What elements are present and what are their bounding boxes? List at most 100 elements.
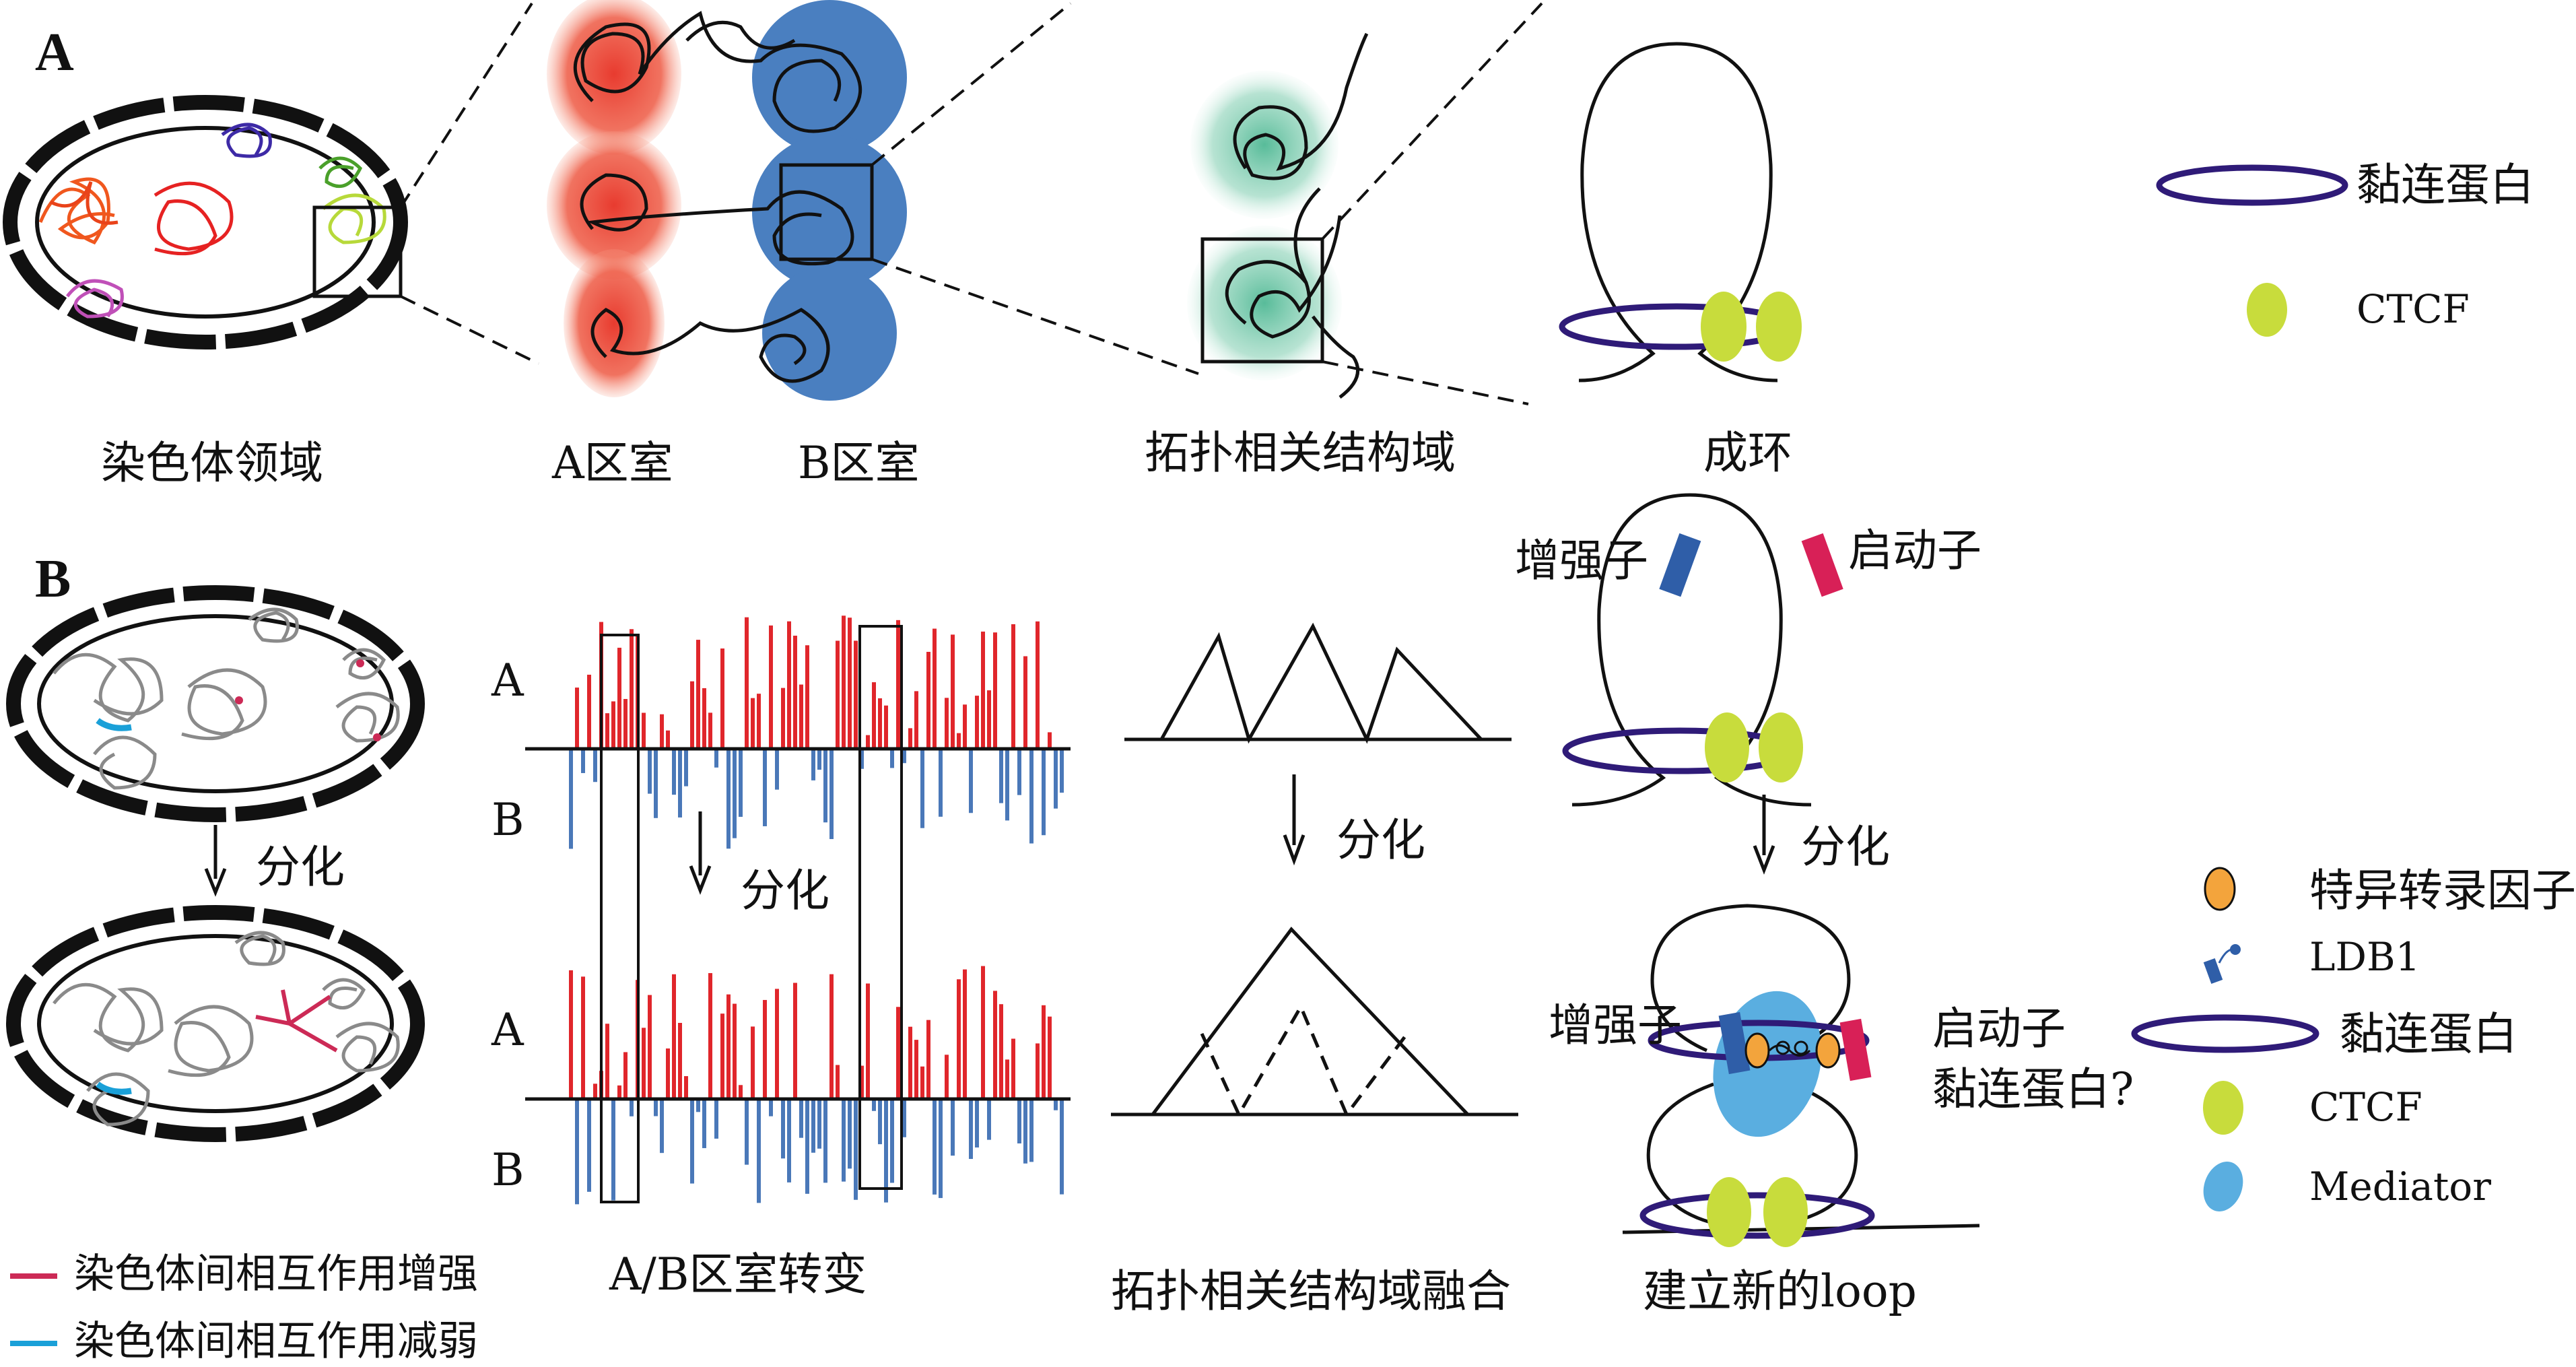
a-bar bbox=[981, 966, 985, 1099]
a-bar bbox=[763, 999, 767, 1099]
a-bar bbox=[933, 628, 937, 749]
b-bar bbox=[696, 1099, 700, 1112]
b-bar bbox=[1005, 749, 1009, 821]
label-differentiate-1: 分化 bbox=[256, 841, 345, 893]
a-bar bbox=[751, 1026, 755, 1099]
a-bar bbox=[1023, 656, 1027, 749]
b-bar bbox=[884, 1099, 888, 1203]
a-bar bbox=[993, 991, 997, 1099]
b-bar bbox=[660, 1099, 664, 1154]
ctcf-protein bbox=[1701, 292, 1747, 362]
a-bar bbox=[908, 1026, 912, 1099]
a-bar bbox=[884, 705, 888, 749]
legend-ctcf-icon-b bbox=[2203, 1081, 2243, 1135]
b-bar bbox=[842, 1099, 846, 1182]
a-bar bbox=[605, 1024, 609, 1099]
b-bar bbox=[1017, 749, 1021, 795]
b-bar bbox=[975, 1099, 979, 1148]
a-compartment-blob bbox=[547, 0, 681, 397]
b-bar bbox=[890, 1099, 894, 1183]
b-bar bbox=[733, 749, 737, 838]
a-bar bbox=[605, 713, 609, 749]
a-bar bbox=[642, 1028, 646, 1099]
a-bar bbox=[1011, 624, 1015, 749]
tad-triangles-fused bbox=[1111, 927, 1518, 1119]
b-bar bbox=[678, 749, 682, 818]
label-enhancer-top: 增强子 bbox=[1515, 535, 1648, 587]
a-bar bbox=[957, 733, 961, 749]
label-promoter-bottom: 启动子 bbox=[1932, 1003, 2066, 1055]
label-track-a-top: A bbox=[492, 655, 524, 706]
enhancer-block bbox=[1659, 533, 1701, 597]
a-bar bbox=[769, 625, 773, 749]
label-promoter-top: 启动子 bbox=[1848, 525, 1981, 576]
a-bar bbox=[775, 989, 779, 1099]
a-bar bbox=[726, 994, 731, 1099]
b-bar bbox=[690, 1099, 694, 1184]
b-bar bbox=[1054, 1099, 1058, 1110]
b-bar bbox=[999, 749, 1003, 803]
a-bar bbox=[739, 1085, 743, 1099]
b-bar bbox=[811, 1099, 815, 1153]
b-bar bbox=[587, 1099, 591, 1192]
a-bar bbox=[987, 690, 991, 749]
a-bar bbox=[793, 982, 797, 1099]
a-bar bbox=[684, 1076, 688, 1099]
zoom-box-compartment bbox=[779, 163, 874, 261]
b-bar bbox=[854, 1099, 858, 1200]
b-bar bbox=[1060, 749, 1064, 793]
b-bar bbox=[920, 749, 924, 828]
a-bar bbox=[781, 688, 785, 749]
a-bar bbox=[702, 688, 706, 749]
b-bar bbox=[860, 749, 864, 769]
ab-track-top bbox=[569, 615, 1064, 849]
a-bar bbox=[587, 674, 591, 749]
label-new-loop: 建立新的loop bbox=[1643, 1265, 1917, 1317]
b-bar bbox=[805, 1099, 809, 1194]
b-bar bbox=[878, 1099, 882, 1145]
a-bar bbox=[866, 735, 870, 749]
a-bar bbox=[1036, 1043, 1040, 1099]
b-bar bbox=[654, 1099, 658, 1116]
a-bar bbox=[896, 620, 900, 749]
a-bar bbox=[908, 728, 912, 749]
a-bar bbox=[696, 640, 700, 749]
a-bar bbox=[975, 696, 979, 749]
a-bar bbox=[787, 621, 791, 749]
a-bar bbox=[1048, 1016, 1052, 1099]
legend-ldb1-label: LDB1 bbox=[2309, 934, 2420, 980]
a-bar bbox=[836, 640, 840, 749]
a-bar bbox=[999, 1004, 1003, 1099]
legend-mediator-label: Mediator bbox=[2309, 1164, 2491, 1209]
b-bar bbox=[593, 749, 597, 782]
a-bar bbox=[623, 698, 628, 749]
a-bar bbox=[666, 1048, 670, 1099]
b-bar bbox=[890, 749, 894, 768]
a-bar bbox=[611, 701, 615, 749]
b-bar bbox=[575, 1099, 579, 1205]
label-tad-fusion: 拓扑相关结构域融合 bbox=[1111, 1265, 1511, 1317]
a-bar bbox=[963, 969, 967, 1099]
legend-tf-label: 特异转录因子 bbox=[2309, 865, 2576, 916]
a-bar bbox=[993, 632, 997, 749]
legend-ctcf-icon bbox=[2247, 283, 2287, 337]
switch-box-left bbox=[600, 634, 640, 1203]
b-bar bbox=[939, 749, 943, 817]
b-bar bbox=[817, 1099, 821, 1149]
panel-label-b: B bbox=[35, 549, 71, 609]
a-bar bbox=[805, 645, 809, 749]
b-compartment-blob bbox=[752, 0, 907, 401]
promoter-block bbox=[1801, 533, 1843, 597]
a-bar bbox=[678, 1022, 682, 1099]
chromatin-fiber-tad bbox=[1225, 32, 1369, 399]
b-bar bbox=[763, 749, 767, 826]
legend-tf-icon bbox=[2204, 867, 2236, 911]
b-bar bbox=[757, 1099, 761, 1203]
mediator-protein bbox=[1713, 991, 1822, 1137]
switch-box-right bbox=[858, 625, 903, 1190]
b-bar bbox=[1029, 1099, 1033, 1162]
a-bar bbox=[745, 617, 749, 749]
a-bar bbox=[848, 618, 852, 749]
a-bar bbox=[708, 712, 712, 749]
a-bar bbox=[642, 712, 646, 749]
